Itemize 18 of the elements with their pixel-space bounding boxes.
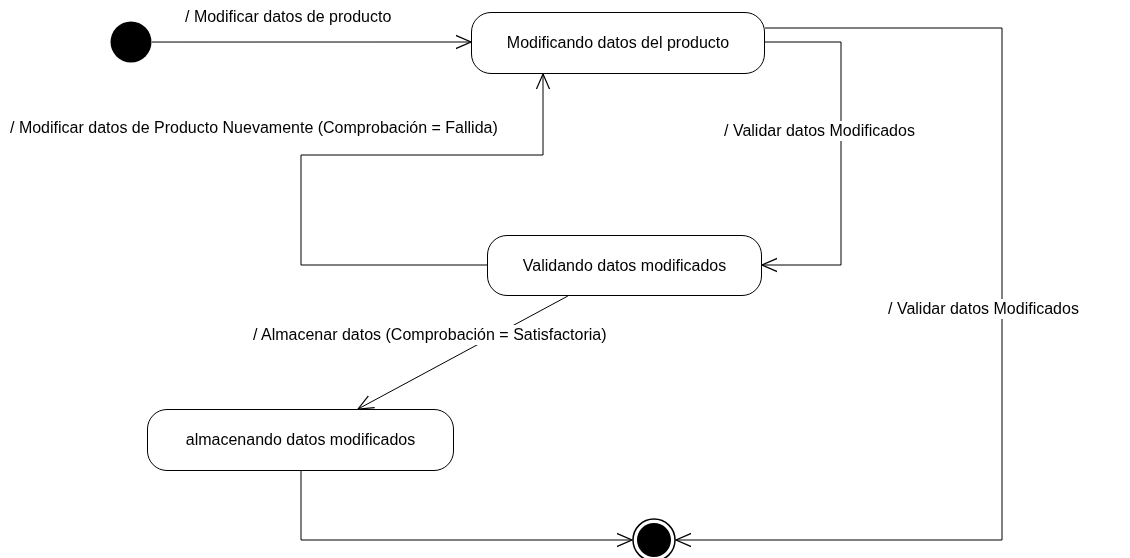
edge-label: / Validar datos Modificados <box>886 299 1081 319</box>
state-box <box>471 12 765 74</box>
transition-arrow <box>151 34 472 50</box>
edge-label: / Almacenar datos (Comprobación = Satisfactoria) <box>251 325 609 345</box>
edge-label: / Validar datos Modificados <box>722 121 917 141</box>
state-box <box>147 409 454 471</box>
transition-arrow <box>761 41 842 273</box>
initial-state-dot <box>110 21 152 63</box>
transition-arrow <box>300 470 633 548</box>
edge-label: / Modificar datos de Producto Nuevamente (Comprobación = Fallida) <box>8 118 500 138</box>
state-name: almacenando datos modificados <box>185 431 416 449</box>
transition-arrow <box>675 27 1003 548</box>
transition-arrow <box>300 73 551 266</box>
edge-label: / Modificar datos de producto <box>183 7 394 27</box>
state-name: Modificando datos del producto <box>506 34 730 52</box>
state-name: Validando datos modificados <box>522 256 727 275</box>
final-state-marker <box>632 518 676 558</box>
state-box <box>487 235 762 296</box>
